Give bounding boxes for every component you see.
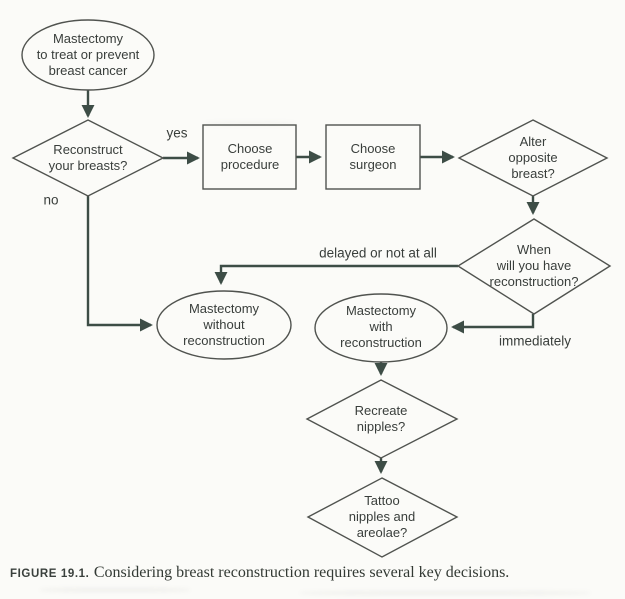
edge-label-no: no [43,192,59,208]
edge-label-delayed: delayed or not at all [319,245,437,261]
scan-smudge [300,591,590,595]
when-reconstruction-label: When will you have reconstruction? [489,242,579,289]
mastectomy-with-ellipse [314,293,448,363]
figure-number-label: FIGURE 19.1. [10,568,90,580]
arrow-delayed-to-without [214,264,458,285]
choose-surgeon-box [325,124,421,190]
tattoo-nipples-label: Tattoo nipples and areolae? [348,493,416,540]
when-reconstruction-decision-diamond [456,218,612,315]
reconstruct-decision-diamond [11,119,165,197]
tattoo-nipples-decision-diamond [306,477,459,558]
mastectomy-without-label: Mastectomy without reconstruction [183,301,265,348]
alter-opposite-decision-diamond [457,119,609,197]
choose-procedure-label: Choose procedure [220,141,280,172]
flowchart-canvas [11,19,612,558]
arrow-no-to-without [86,196,153,332]
edge-label-immediately: immediately [498,333,572,349]
scan-smudge [40,588,190,592]
reconstruct-label: Reconstruct your breasts? [48,142,128,173]
figure-caption-text: Considering breast reconstruction requir… [93,564,510,581]
mastectomy-with-label: Mastectomy with reconstruction [340,303,422,350]
figure-caption: FIGURE 19.1. Considering breast reconstr… [10,564,618,582]
start-ellipse [21,19,155,91]
start-label: Mastectomy to treat or prevent breast ca… [36,31,140,78]
choose-procedure-box [202,124,297,190]
edge-label-yes: yes [166,125,188,141]
recreate-nipples-decision-diamond [305,379,459,459]
choose-surgeon-label: Choose surgeon [349,141,397,172]
arrow-immediately-to-with [451,314,535,334]
mastectomy-without-ellipse [156,290,292,360]
recreate-nipples-label: Recreate nipples? [354,403,408,434]
alter-opposite-label: Alter opposite breast? [508,134,558,181]
